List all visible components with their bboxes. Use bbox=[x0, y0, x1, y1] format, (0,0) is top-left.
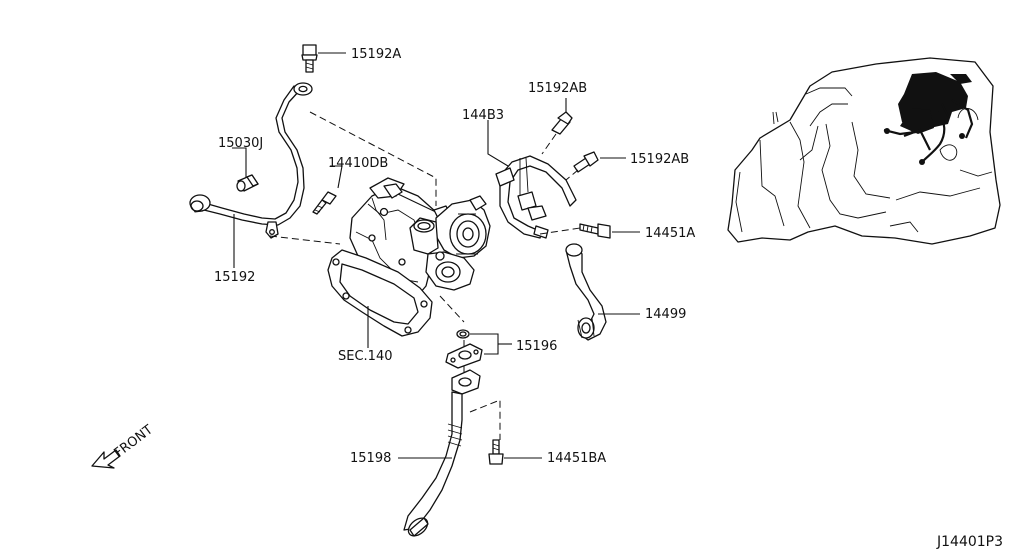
label-15192A: 15192A bbox=[351, 47, 401, 62]
bolt-15030J bbox=[236, 174, 259, 192]
label-15198: 15198 bbox=[350, 451, 391, 466]
label-14451BA: 14451BA bbox=[547, 451, 606, 466]
label-15192AB-top: 15192AB bbox=[528, 81, 587, 96]
gasket-15196 bbox=[445, 343, 483, 369]
water-hose-14499 bbox=[565, 243, 607, 341]
alignment-dashed-lines bbox=[269, 111, 581, 440]
label-15192: 15192 bbox=[214, 270, 255, 285]
engine-overview-illustration bbox=[727, 57, 1001, 245]
leader-lines bbox=[232, 52, 640, 459]
bolt-15192AB-right bbox=[573, 151, 599, 173]
part-labels: 15192A 15030J 14410DB 15192 15192AB 144B… bbox=[214, 47, 695, 466]
label-15196: 15196 bbox=[516, 339, 557, 354]
label-sec140: SEC.140 bbox=[338, 349, 393, 364]
label-14499: 14499 bbox=[645, 307, 686, 322]
label-14451A: 14451A bbox=[645, 226, 695, 241]
manifold-gasket-sec140 bbox=[327, 249, 433, 337]
oil-drain-tube-15198 bbox=[403, 369, 481, 537]
label-144B3: 144B3 bbox=[462, 108, 504, 123]
diagram-code: J14401P3 bbox=[936, 534, 1003, 550]
bolt-14451A bbox=[579, 223, 611, 239]
label-15192AB-right: 15192AB bbox=[630, 152, 689, 167]
label-15030J: 15030J bbox=[218, 136, 263, 151]
bolt-14410DB bbox=[312, 191, 337, 215]
front-direction-arrow: FRONT bbox=[91, 422, 156, 469]
bolt-15192AB-top bbox=[551, 111, 573, 135]
oring-15196 bbox=[456, 329, 470, 339]
label-14410DB: 14410DB bbox=[328, 156, 388, 171]
front-label: FRONT bbox=[111, 422, 156, 461]
oil-feed-pipe-15192 bbox=[189, 82, 313, 239]
bolt-14451BA bbox=[488, 439, 504, 465]
water-tube-144B3 bbox=[495, 155, 577, 239]
bolt-15192A bbox=[301, 44, 318, 73]
